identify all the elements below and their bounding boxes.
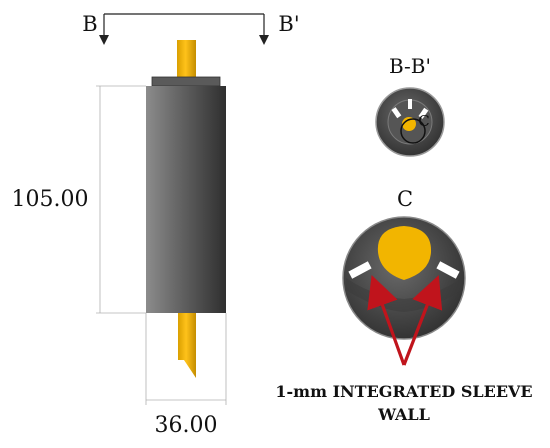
callout-arrow-right-icon <box>402 275 443 366</box>
sleeve-wall-right <box>436 261 460 279</box>
section-view-title: B-B' <box>389 54 431 78</box>
callout-arrow-left-icon <box>367 274 406 366</box>
callout-arrows <box>367 274 443 366</box>
sleeve-body <box>146 86 226 313</box>
section-label-b: B <box>82 12 97 36</box>
callout-text-line2: WALL <box>377 405 430 424</box>
detail-view-title: C <box>397 187 413 211</box>
section-arrow-right-icon <box>259 35 269 45</box>
section-view: C <box>375 87 445 157</box>
rod-bottom <box>178 313 196 378</box>
width-dimension: 36.00 <box>145 313 227 438</box>
detail-marker-label: C <box>418 112 429 130</box>
section-label-b-prime: B' <box>278 12 299 36</box>
detail-view <box>342 216 466 340</box>
section-line: B B' <box>82 12 300 45</box>
section-rod <box>402 117 416 131</box>
rod-top <box>177 40 196 78</box>
height-dimension-value: 105.00 <box>12 187 89 212</box>
callout-text-line1: 1-mm INTEGRATED SLEEVE <box>275 382 532 401</box>
width-dimension-value: 36.00 <box>155 413 218 438</box>
detail-rod <box>377 226 432 280</box>
sleeve-cap <box>151 76 221 87</box>
height-dimension: 105.00 <box>12 85 146 314</box>
sleeve-wall-left <box>348 261 372 279</box>
section-arrow-left-icon <box>99 35 109 45</box>
detail-marker-circle <box>400 118 426 144</box>
